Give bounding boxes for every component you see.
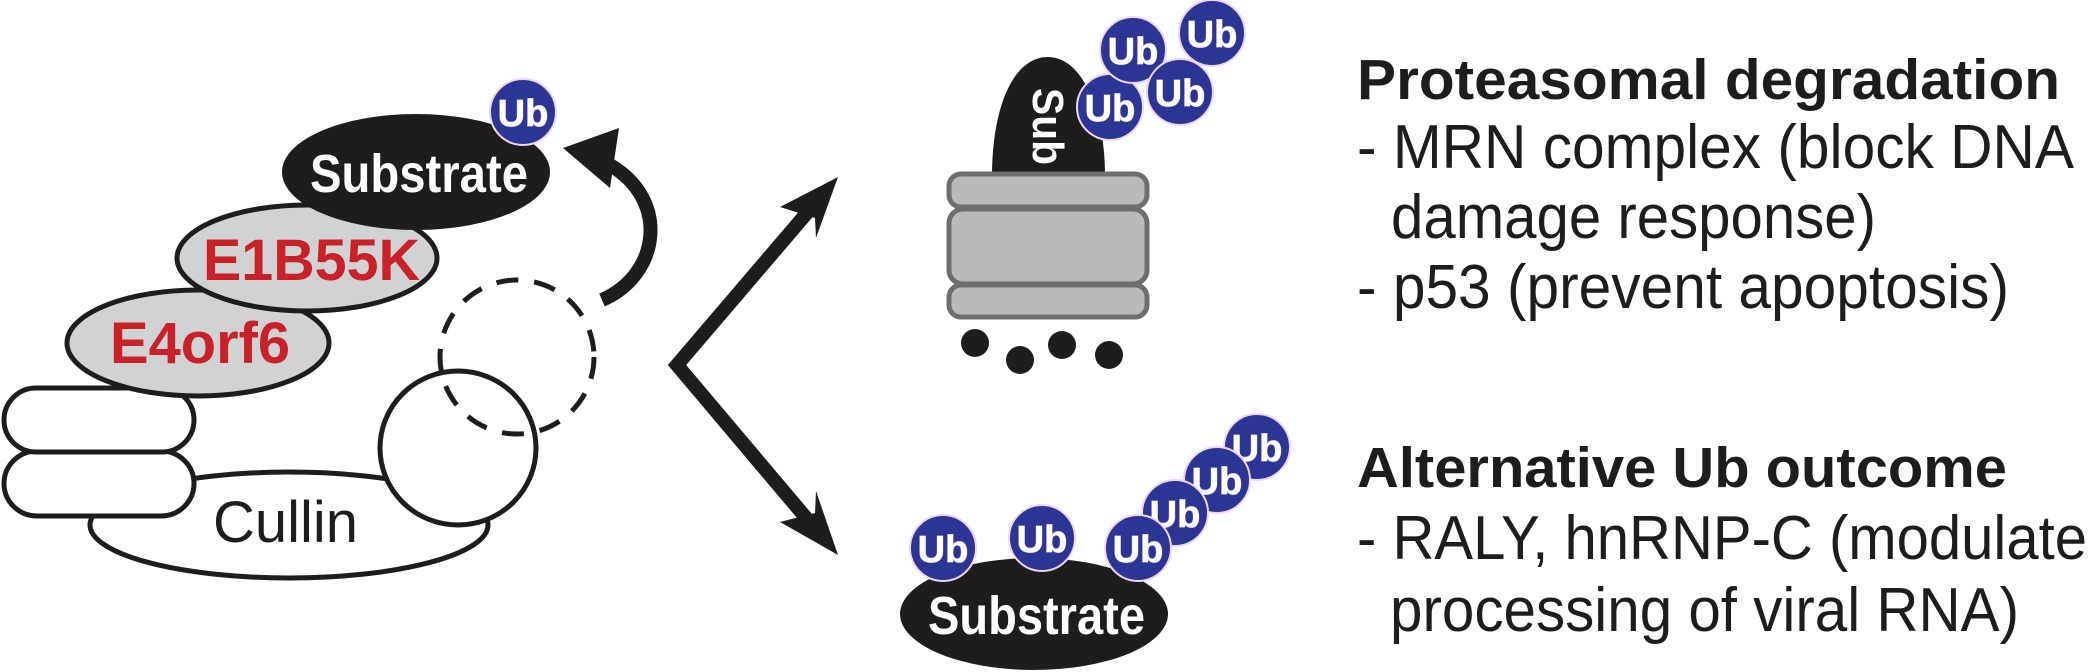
elongin-subunit-upper (1, 385, 197, 455)
e4orf6-label: E4orf6 (110, 311, 290, 376)
ub-label: Ub (1155, 73, 1206, 115)
e2-dashed-outline (437, 277, 597, 437)
ub-label: Ub (1017, 519, 1068, 561)
outcome-alternative-title: Alternative Ub outcome (1357, 436, 2007, 500)
ub-label: Ub (1187, 14, 1238, 56)
ligase-complex: Cullin E4orf6 E1B55K Substrate Ub (1, 78, 658, 581)
ub-label: Ub (1085, 88, 1136, 130)
outcome-proteasomal-title: Proteasomal degradation (1357, 48, 2060, 112)
branch-arrow-head-up (780, 177, 838, 238)
ub-mark: Ub (1146, 58, 1214, 126)
outcome-proteasomal-line-1: - MRN complex (block DNA (1357, 113, 2075, 182)
substrate-entering (992, 57, 1105, 176)
cullin-label: Cullin (213, 490, 358, 555)
ub-circle (1008, 504, 1076, 572)
proteasome-ring-bottom (946, 282, 1150, 320)
ub-single: Ub (489, 78, 557, 146)
ring-protein (377, 368, 539, 528)
branch-arrow-head-down (780, 491, 838, 555)
ub-label: Ub (1108, 31, 1159, 73)
substrate-bound (282, 114, 550, 230)
ub-circle (1146, 58, 1214, 126)
substrate-entering-label: Sub (1023, 88, 1072, 165)
e1b55k-label: E1B55K (203, 228, 420, 293)
outcome-alternative-line-2: processing of viral RNA) (1390, 576, 2019, 645)
ub-circle (1178, 0, 1246, 67)
ub-transfer-arrow-shaft (598, 158, 658, 307)
peptide-fragment (1095, 341, 1123, 369)
ub-mark: Ub (1178, 0, 1246, 67)
substrate-bound-label: Substrate (310, 144, 528, 204)
ub-transfer-arrow (563, 128, 658, 307)
ub-circle (1104, 514, 1172, 582)
peptide-fragment (1006, 346, 1034, 374)
ub-mark: Ub (1076, 73, 1144, 141)
ub-mark: Ub (909, 514, 977, 582)
ub-circle (909, 514, 977, 582)
ub-circle (489, 78, 557, 146)
outcome-proteasomal-line-3: - p53 (prevent apoptosis) (1357, 253, 2009, 322)
proteasome-ring-middle (946, 206, 1150, 287)
proteasome (946, 171, 1150, 320)
outcome-proteasomal-line-2: damage response) (1391, 183, 1876, 252)
peptide-fragments (961, 329, 1123, 374)
elongin-subunit-lower (1, 448, 197, 519)
branch-arrow-shaft (667, 195, 824, 537)
ub-circle (1099, 16, 1167, 84)
substrate-modified (900, 558, 1168, 670)
outcome-proteasomal: Proteasomal degradation - MRN complex (b… (1357, 48, 2075, 322)
ub-label: Ub (918, 529, 969, 571)
peptide-fragment (1048, 331, 1076, 359)
ub-label: Ub (1113, 529, 1164, 571)
outcome-alternative: Alternative Ub outcome - RALY, hnRNP-C (… (1357, 436, 2087, 645)
ub-mark: Ub (1104, 514, 1172, 582)
substrate-modified-label: Substrate (928, 586, 1145, 646)
ub-mark: Ub (1008, 504, 1076, 572)
peptide-fragment (961, 329, 989, 357)
ub-label: Ub (498, 93, 549, 135)
e4orf6-adaptor (64, 287, 332, 399)
ub-transfer-arrow-head (563, 128, 619, 188)
ub-mark: Ub (1099, 16, 1167, 84)
proteasome-ring-top (946, 171, 1150, 210)
branch-arrow (667, 177, 838, 555)
outcome-alternative-line-1: - RALY, hnRNP-C (modulate (1357, 504, 2087, 573)
